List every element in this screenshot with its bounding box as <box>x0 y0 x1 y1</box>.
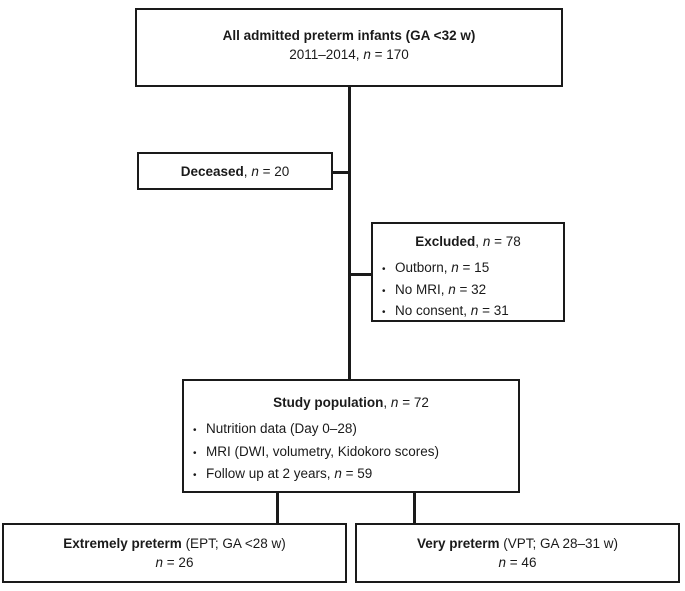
bullet-icon: • <box>193 425 197 436</box>
box-very-preterm: Very preterm (VPT; GA 28–31 w) n = 46 <box>355 523 680 583</box>
box-excluded: Excluded, n = 78 • Outborn, n = 15 • No … <box>371 222 565 322</box>
list-item: • No consent, n = 31 <box>382 301 563 323</box>
ept-title: Extremely preterm (EPT; GA <28 w) <box>63 536 286 551</box>
connector-vpt-drop <box>413 491 416 524</box>
connector-excluded <box>350 273 373 276</box>
excluded-title: Excluded, n = 78 <box>415 234 521 249</box>
connector-main-vertical <box>348 85 351 381</box>
box-all-admitted: All admitted preterm infants (GA <32 w) … <box>135 8 563 87</box>
connector-deceased <box>331 171 350 174</box>
connector-ept-drop <box>276 491 279 524</box>
study-bullet-list: • Nutrition data (Day 0–28) • MRI (DWI, … <box>184 419 518 487</box>
vpt-title: Very preterm (VPT; GA 28–31 w) <box>416 536 619 551</box>
all-admitted-title: All admitted preterm infants (GA <32 w) <box>222 28 476 43</box>
box-deceased: Deceased, n = 20 <box>137 152 333 190</box>
bullet-icon: • <box>382 264 386 275</box>
list-item: • Nutrition data (Day 0–28) <box>193 419 518 442</box>
bullet-icon: • <box>193 447 197 459</box>
bullet-icon: • <box>382 307 386 318</box>
list-item: • No MRI, n = 32 <box>382 280 563 302</box>
bullet-icon: • <box>193 470 197 481</box>
list-item: • Outborn, n = 15 <box>382 258 563 280</box>
deceased-label: Deceased, n = 20 <box>180 163 290 179</box>
excluded-bullet-list: • Outborn, n = 15 • No MRI, n = 32 • No … <box>373 258 563 323</box>
box-extremely-preterm: Extremely preterm (EPT; GA <28 w) n = 26 <box>2 523 347 583</box>
bullet-icon: • <box>382 285 386 297</box>
all-admitted-subtitle: 2011–2014, n = 170 <box>289 47 409 62</box>
box-study-population: Study population, n = 72 • Nutrition dat… <box>182 379 520 493</box>
ept-n: n = 26 <box>155 555 194 570</box>
vpt-n: n = 46 <box>498 555 537 570</box>
list-item: • MRI (DWI, volumetry, Kidokoro scores) <box>193 442 518 465</box>
study-population-title: Study population, n = 72 <box>273 395 429 410</box>
list-item: • Follow up at 2 years, n = 59 <box>193 464 518 487</box>
